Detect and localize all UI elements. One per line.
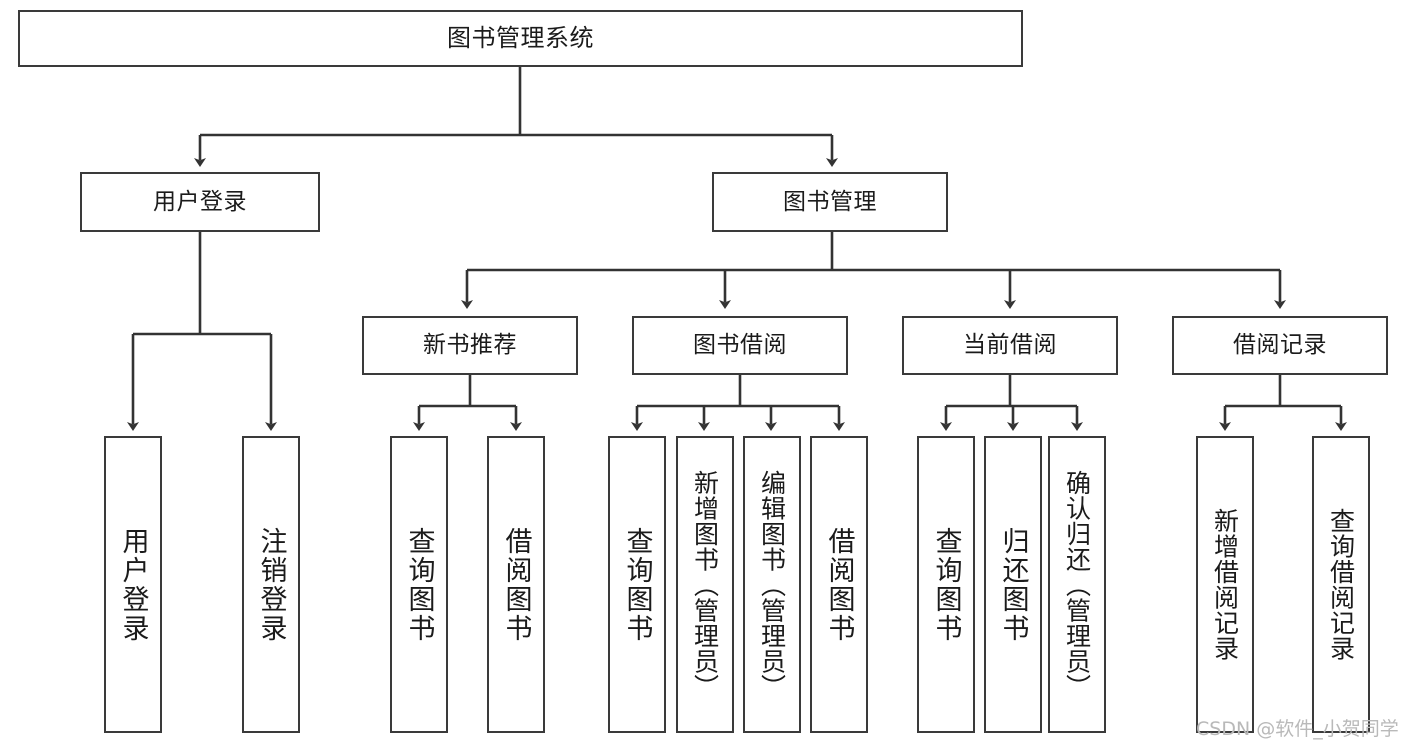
node-new-book-recommend-label: 新书推荐 xyxy=(423,332,517,359)
leaf-borrow-edit-book-admin-label: 编辑图书（管理员） xyxy=(757,469,787,700)
leaf-borrow-query-book-label: 查询图书 xyxy=(621,526,653,643)
leaf-borrow-borrow-book-label: 借阅图书 xyxy=(823,526,855,643)
node-book-manage[interactable]: 图书管理 xyxy=(712,172,948,232)
node-current-borrow-label: 当前借阅 xyxy=(963,332,1057,359)
node-new-book-recommend[interactable]: 新书推荐 xyxy=(362,316,578,375)
leaf-record-query[interactable]: 查询借阅记录 xyxy=(1312,436,1370,733)
node-book-borrow-label: 图书借阅 xyxy=(693,332,787,359)
leaf-current-confirm-return-admin[interactable]: 确认归还（管理员） xyxy=(1048,436,1106,733)
leaf-borrow-add-book-admin-label: 新增图书（管理员） xyxy=(690,469,720,700)
leaf-current-return-book[interactable]: 归还图书 xyxy=(984,436,1042,733)
leaf-borrow-edit-book-admin[interactable]: 编辑图书（管理员） xyxy=(743,436,801,733)
leaf-current-return-book-label: 归还图书 xyxy=(997,526,1029,643)
leaf-current-query-book[interactable]: 查询图书 xyxy=(917,436,975,733)
leaf-recommend-query-book[interactable]: 查询图书 xyxy=(390,436,448,733)
leaf-recommend-borrow-book-label: 借阅图书 xyxy=(500,526,532,643)
node-current-borrow[interactable]: 当前借阅 xyxy=(902,316,1118,375)
leaf-user-login-label: 用户登录 xyxy=(117,526,149,643)
node-borrow-record-label: 借阅记录 xyxy=(1233,332,1327,359)
node-root[interactable]: 图书管理系统 xyxy=(18,10,1023,67)
node-book-manage-label: 图书管理 xyxy=(783,188,877,215)
node-user-login-label: 用户登录 xyxy=(153,188,247,215)
leaf-borrow-borrow-book[interactable]: 借阅图书 xyxy=(810,436,868,733)
leaf-recommend-query-book-label: 查询图书 xyxy=(403,526,435,643)
leaf-borrow-query-book[interactable]: 查询图书 xyxy=(608,436,666,733)
leaf-user-logout[interactable]: 注销登录 xyxy=(242,436,300,733)
node-root-label: 图书管理系统 xyxy=(447,23,594,52)
leaf-record-add[interactable]: 新增借阅记录 xyxy=(1196,436,1254,733)
leaf-recommend-borrow-book[interactable]: 借阅图书 xyxy=(487,436,545,733)
node-borrow-record[interactable]: 借阅记录 xyxy=(1172,316,1388,375)
leaf-user-login[interactable]: 用户登录 xyxy=(104,436,162,733)
node-book-borrow[interactable]: 图书借阅 xyxy=(632,316,848,375)
leaf-borrow-add-book-admin[interactable]: 新增图书（管理员） xyxy=(676,436,734,733)
leaf-current-confirm-return-admin-label: 确认归还（管理员） xyxy=(1062,469,1092,700)
leaf-record-add-label: 新增借阅记录 xyxy=(1210,508,1240,661)
leaf-record-query-label: 查询借阅记录 xyxy=(1326,508,1356,661)
node-user-login[interactable]: 用户登录 xyxy=(80,172,320,232)
leaf-user-logout-label: 注销登录 xyxy=(255,526,287,643)
csdn-watermark: CSDN @软件_小贺同学 xyxy=(1196,718,1399,740)
leaf-current-query-book-label: 查询图书 xyxy=(930,526,962,643)
